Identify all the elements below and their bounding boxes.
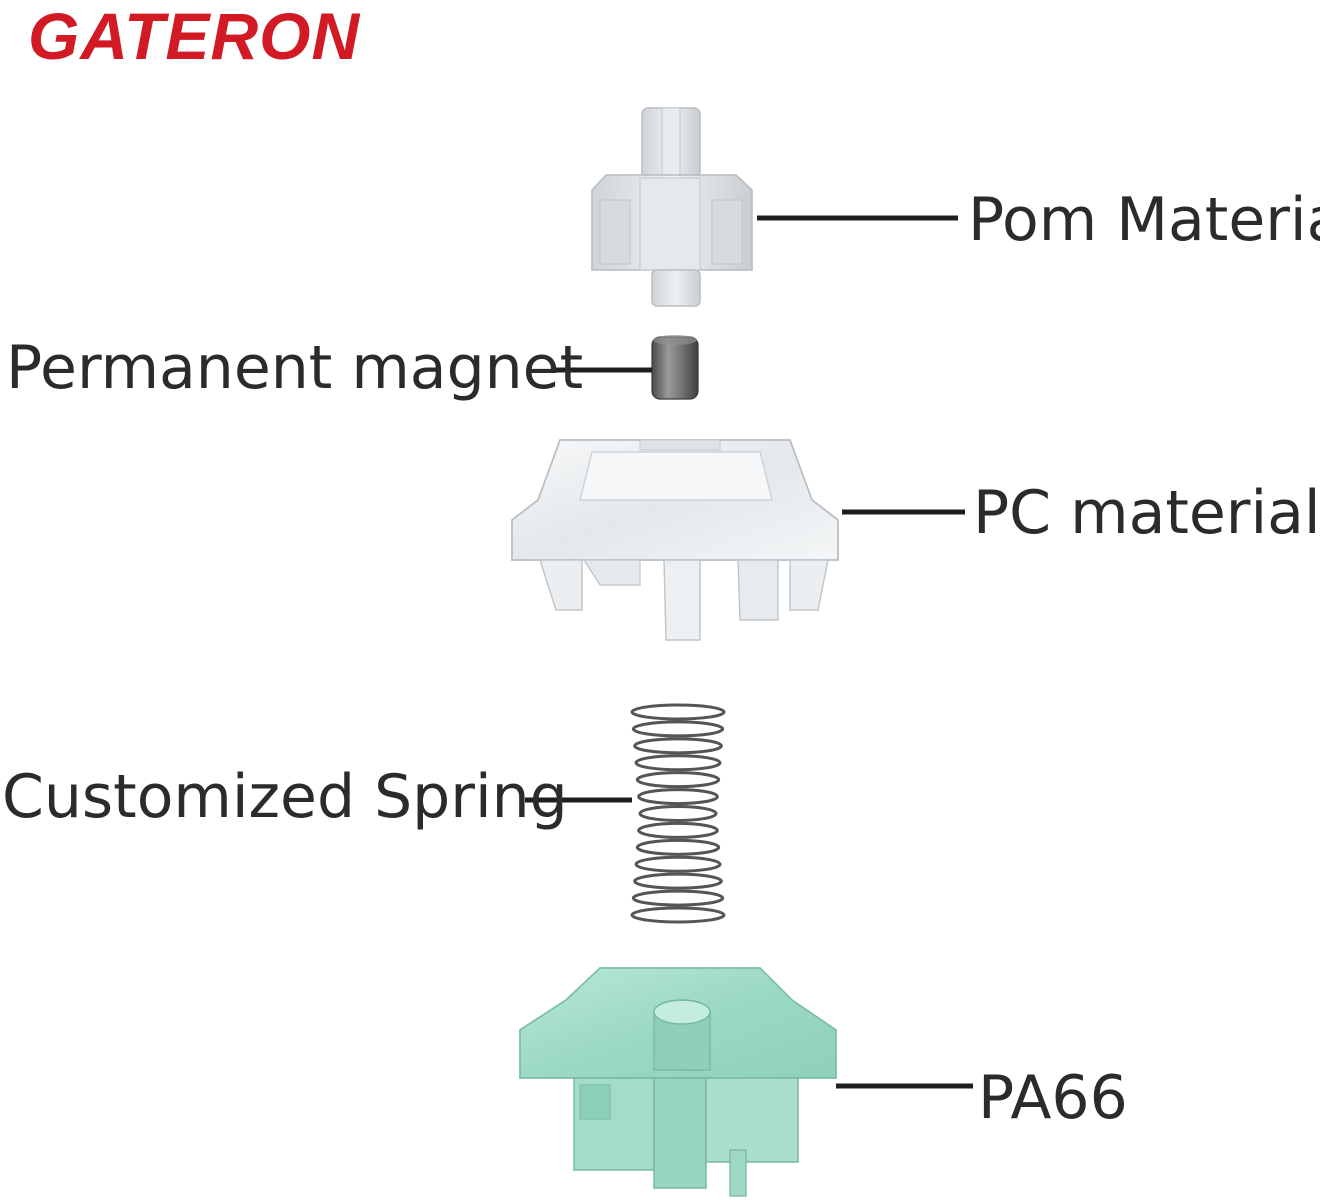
customized-spring (630, 703, 726, 924)
spring-coil (631, 720, 725, 738)
spring-coil (635, 771, 721, 789)
spring-coil (638, 805, 718, 822)
spring-coil (630, 703, 726, 721)
label-pc-material: PC material (973, 478, 1320, 548)
spring-coil (633, 737, 723, 755)
spring-coil (637, 821, 719, 839)
spring-coil (634, 754, 722, 772)
bottom-housing (519, 967, 837, 1197)
spring-coil (634, 855, 722, 873)
top-housing (511, 439, 839, 641)
label-pom-material: Pom Materia (968, 185, 1320, 255)
brand-logo: GATERON (28, 0, 360, 73)
spring-coil (631, 889, 725, 907)
label-permanent-magnet: Permanent magnet (6, 333, 583, 403)
spring-coil (630, 906, 726, 924)
spring-coil (633, 872, 723, 890)
switch-stem (591, 107, 753, 307)
spring-coil (637, 788, 719, 806)
label-pa66: PA66 (978, 1063, 1128, 1133)
permanent-magnet (651, 335, 699, 400)
spring-coil (635, 838, 721, 856)
label-customized-spring: Customized Spring (2, 762, 568, 832)
